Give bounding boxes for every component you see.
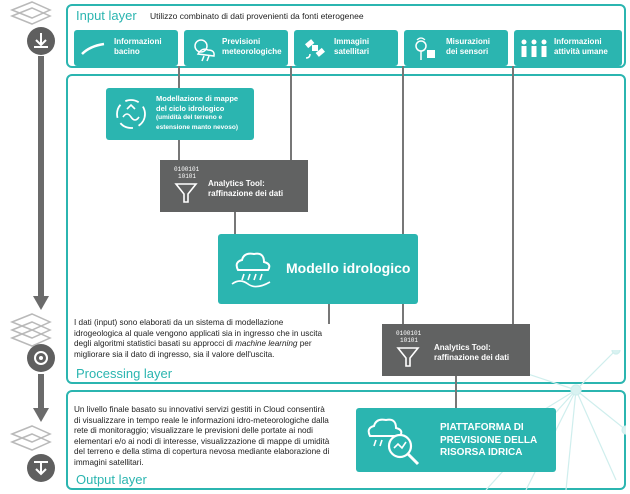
connector (328, 304, 330, 324)
analytics-line: Analytics Tool: (208, 179, 265, 188)
connector (455, 376, 457, 408)
description-line: idrogeologica al quale vengono applicati… (74, 328, 323, 338)
source-label: bacino (114, 47, 140, 56)
binary-text: 0100101 (396, 330, 422, 337)
connector (178, 66, 180, 88)
description-line: degli algoritmi statistici basati su app… (74, 339, 374, 350)
model-title: Modello idrologico (286, 260, 411, 276)
binary-text: 10101 (178, 173, 197, 180)
satellite-icon (305, 39, 325, 59)
binary-text: 10101 (400, 337, 419, 344)
weather-icon (194, 39, 215, 62)
mapping-line: del ciclo idrologico (156, 103, 225, 113)
basin-curve-icon (81, 42, 105, 55)
hydrological-model-box: Modello idrologico (218, 234, 418, 304)
description-line: migliorare sia il dato di ingresso, sia … (74, 349, 275, 359)
binary-text: 0100101 (174, 166, 200, 173)
processing-description: I dati (input) sono elaborati da un sist… (74, 318, 374, 360)
water-forecast-platform-box: PIATTAFORMA DI PREVISIONE DELLA RISORSA … (356, 408, 556, 472)
analytics-tool-box-1: 0100101 10101 Analytics Tool: raffinazio… (160, 160, 308, 212)
processing-layer-title: Processing layer (76, 366, 173, 381)
description-line: Un livello finale basato su innovativi s… (74, 405, 325, 414)
mapping-line: (umidità del terreno e (156, 114, 223, 121)
source-label: attività umane (554, 47, 608, 56)
people-icon (521, 39, 547, 57)
source-label: Previsioni (222, 37, 261, 46)
funnel-icon (396, 347, 420, 367)
funnel-icon (174, 183, 198, 203)
description-italic: machine learning (235, 339, 298, 349)
platform-line: PIATTAFORMA DI (440, 422, 524, 433)
source-label: dei sensori (446, 47, 489, 56)
connector (290, 66, 292, 161)
description-text: degli algoritmi statistici basati su app… (74, 339, 236, 349)
layers-icon (9, 1, 52, 25)
connector (402, 66, 404, 324)
output-description: Un livello finale basato su innovativi s… (74, 405, 364, 469)
input-layer-subtitle: Utilizzo combinato di dati provenienti d… (150, 11, 364, 21)
rain-cloud-icon (231, 252, 271, 288)
cloud-magnifier-icon (367, 418, 420, 466)
source-label: meteorologiche (222, 47, 282, 56)
water-cycle-icon (116, 99, 146, 129)
description-line: I dati (input) sono elaborati da un sist… (74, 318, 284, 327)
source-label: Informazioni (114, 37, 162, 46)
analytics-line: raffinazione dei dati (434, 353, 510, 362)
left-rail (0, 0, 60, 494)
mapping-line: estensione manto nevoso) (156, 123, 238, 131)
connector (178, 140, 180, 160)
description-text: per (297, 339, 312, 349)
description-line: di visualizzare in tempo reale le inform… (74, 415, 329, 425)
source-label: Informazioni (554, 37, 602, 46)
output-layer-title: Output layer (76, 472, 147, 487)
description-line: rete di monitoraggio; visualizzare le pr… (74, 426, 313, 436)
connector (234, 212, 236, 234)
analytics-line: raffinazione dei dati (208, 189, 284, 198)
analytics-line: Analytics Tool: (434, 343, 491, 352)
input-layer-panel: Input layer Utilizzo combinato di dati p… (66, 4, 626, 68)
source-label: Immagini (334, 37, 370, 46)
description-line: immagini satellitari. (74, 457, 144, 467)
hydrological-mapping-box: Modellazione di mappe del ciclo idrologi… (106, 88, 254, 140)
platform-line: PREVISIONE DELLA (440, 434, 538, 446)
analytics-tool-box-2: 0100101 10101 Analytics Tool: raffinazio… (382, 324, 530, 376)
input-layer-title: Input layer (76, 8, 137, 23)
mapping-line: Modellazione di mappe (156, 94, 239, 103)
source-label: Misurazioni (446, 37, 491, 46)
description-line: del terreno e della stima di copertura n… (74, 447, 330, 457)
sensor-icon (415, 37, 435, 60)
description-line: elementari e/o ai nodi di interesse, vis… (74, 436, 330, 446)
connector (512, 66, 514, 324)
platform-line: RISORSA IDRICA (440, 447, 523, 458)
source-label: satellitari (334, 47, 370, 56)
